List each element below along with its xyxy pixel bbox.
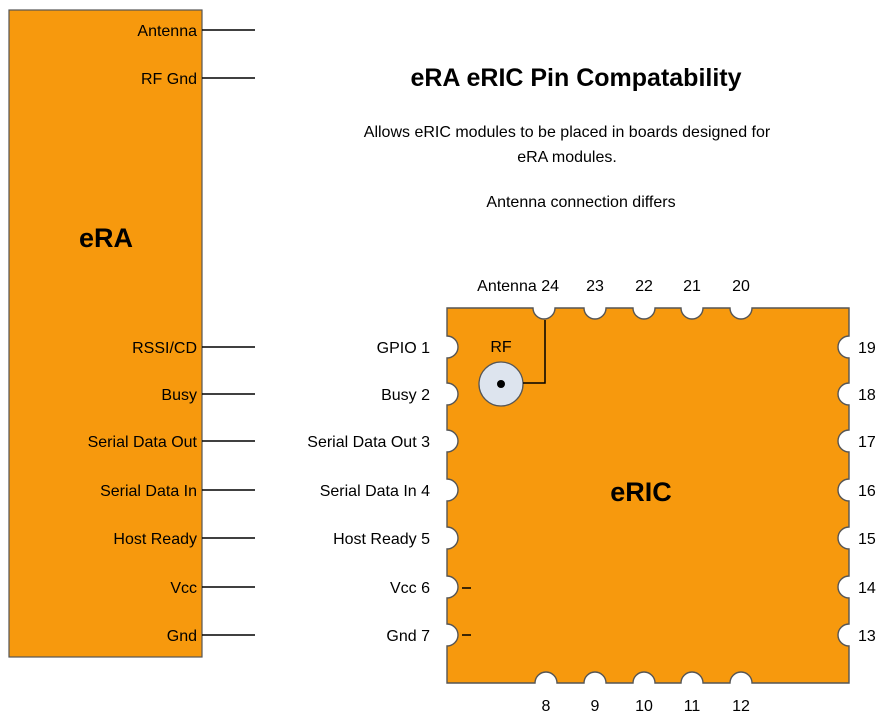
eric-right-pin-19: 19 (858, 340, 876, 357)
eric-right-pin-17: 17 (858, 434, 876, 451)
rf-connector-icon (478, 361, 524, 407)
eric-left-pin-host-ready: Host Ready 5 (333, 531, 430, 548)
eric-left-pin-busy: Busy 2 (381, 387, 430, 404)
era-pin-label: Serial Data Out (88, 434, 198, 451)
eric-right-pin-14: 14 (858, 580, 876, 597)
eric-left-pin-vcc: Vcc 6 (390, 580, 430, 597)
eric-bottom-pin-9: 9 (591, 698, 600, 715)
eric-right-pin-15: 15 (858, 531, 876, 548)
era-pin-serial-data-in: Serial Data In (100, 483, 255, 500)
eric-body (446, 307, 850, 684)
eric-module-name: eRIC (610, 477, 672, 507)
eric-left-pin-serial-data-in: Serial Data In 4 (320, 483, 430, 500)
era-module-name: eRA (79, 223, 133, 253)
era-pin-serial-data-out: Serial Data Out (88, 434, 255, 451)
eric-left-pin-serial-data-out: Serial Data Out 3 (307, 434, 430, 451)
era-pin-rssi-cd: RSSI/CD (132, 340, 255, 357)
era-pin-busy: Busy (161, 387, 255, 404)
eric-right-pin-13: 13 (858, 628, 876, 645)
eric-module: eRIC RF GPIO 1 Busy 2 Serial Data Out 3 Ser… (307, 278, 876, 715)
eric-bottom-pin-11: 11 (684, 698, 701, 715)
antenna-wire (523, 320, 546, 384)
era-pin-label: Serial Data In (100, 483, 197, 500)
description-line-2: eRA modules. (517, 149, 617, 166)
eric-left-pin-gpio: GPIO 1 (377, 340, 430, 357)
era-pin-label: Antenna (137, 23, 197, 40)
eric-right-pin-16: 16 (858, 483, 876, 500)
era-body (8, 9, 203, 658)
era-pin-label: Host Ready (113, 531, 197, 548)
era-pin-vcc: Vcc (170, 580, 255, 597)
eric-top-pin-21: 21 (683, 278, 701, 295)
era-pin-label: Busy (161, 387, 197, 404)
era-pin-label: RSSI/CD (132, 340, 197, 357)
eric-top-pin-23: 23 (586, 278, 604, 295)
era-pin-label: Vcc (170, 580, 197, 597)
era-pin-antenna: Antenna (137, 23, 255, 40)
era-pin-rf-gnd: RF Gnd (141, 71, 255, 88)
eric-right-pin-18: 18 (858, 387, 876, 404)
eric-bottom-pin-8: 8 (542, 698, 551, 715)
description-line-1: Allows eRIC modules to be placed in boar… (364, 124, 771, 141)
era-pin-host-ready: Host Ready (113, 531, 255, 548)
eric-top-pin-22: 22 (635, 278, 653, 295)
diagram-title: eRA eRIC Pin Compatability (410, 64, 741, 92)
eric-top-pin-20: 20 (732, 278, 750, 295)
eric-bottom-pin-10: 10 (635, 698, 653, 715)
era-pin-gnd: Gnd (167, 628, 255, 645)
era-pin-label: RF Gnd (141, 71, 197, 88)
antenna-note: Antenna connection differs (486, 194, 675, 211)
eric-left-pin-gnd: Gnd 7 (386, 628, 430, 645)
rf-connector-label: RF (490, 339, 512, 356)
eric-top-pin-antenna-24: Antenna 24 (477, 278, 559, 295)
era-pin-label: Gnd (167, 628, 197, 645)
eric-bottom-pin-12: 12 (732, 698, 750, 715)
